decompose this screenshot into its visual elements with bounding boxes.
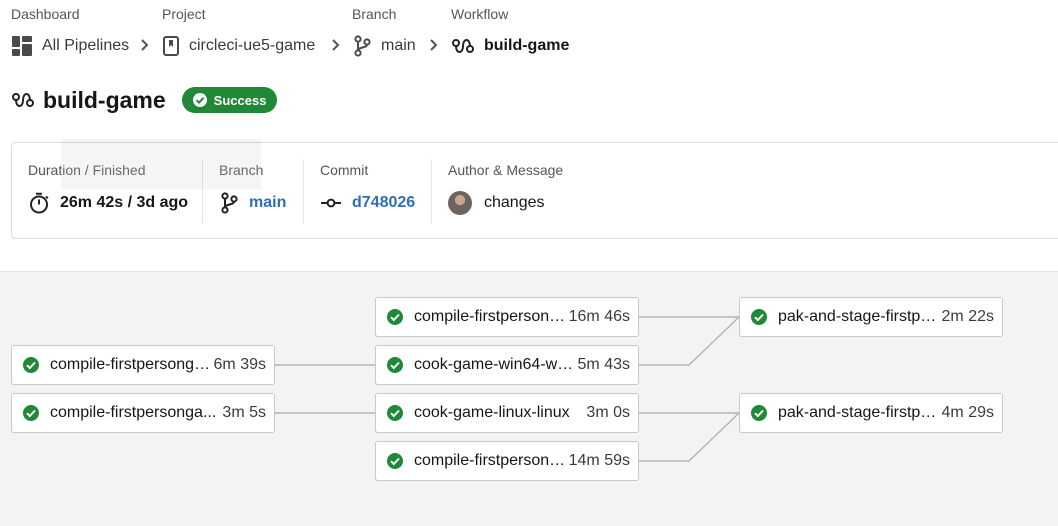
duration-value: 26m 42s / 3d ago [60, 194, 189, 211]
breadcrumb-branch: Branch main [352, 6, 416, 58]
job-name: compile-firstpersonga... [50, 356, 212, 373]
breadcrumb-workflow: Workflow build-game [451, 6, 569, 58]
git-branch-icon [354, 35, 371, 57]
all-pipelines-text: All Pipelines [42, 37, 130, 54]
bookmark-icon [163, 36, 179, 56]
job-duration: 6m 39s [213, 356, 266, 373]
workflow-details-card: Duration / Finished 26m 42s / 3d ago Bra… [11, 142, 1058, 239]
graph-connectors [274, 316, 740, 462]
workflow-text: build-game [484, 37, 570, 54]
check-circle-icon [192, 93, 207, 107]
git-branch-icon [221, 192, 238, 214]
duration-label: Duration / Finished [28, 162, 146, 178]
duration-value-row: 26m 42s / 3d ago [28, 192, 188, 214]
job-duration: 2m 22s [941, 308, 994, 325]
divider [202, 159, 203, 223]
workflow-icon [452, 39, 474, 53]
author-value-row: changes [448, 191, 545, 215]
divider [303, 159, 304, 223]
job-duration: 3m 5s [222, 404, 266, 421]
status-text: Success [213, 92, 267, 108]
branch-link[interactable]: main [352, 34, 416, 58]
job-node[interactable]: cook-game-win64-win... 5m 43s [375, 345, 639, 385]
workflow-link[interactable]: build-game [451, 34, 569, 58]
check-circle-icon [387, 453, 403, 469]
chevron-right-icon [141, 39, 149, 51]
stopwatch-icon [30, 192, 49, 214]
breadcrumb-project: Project circleci-ue5-game [162, 6, 315, 58]
breadcrumb-workflow-label: Workflow [451, 6, 509, 22]
breadcrumb-branch-label: Branch [352, 6, 397, 22]
workflow-graph: compile-firstpersonga... 6m 39s compile-… [0, 271, 1058, 526]
workflow-header: build-game Success [11, 86, 278, 114]
check-circle-icon [751, 309, 767, 325]
branch-value-row: main [219, 192, 286, 214]
chevron-right-icon [430, 39, 438, 51]
status-badge: Success [181, 87, 278, 113]
check-circle-icon [23, 357, 39, 373]
project-text: circleci-ue5-game [189, 37, 316, 54]
breadcrumb-project-label: Project [162, 6, 206, 22]
job-duration: 4m 29s [941, 404, 994, 421]
check-circle-icon [23, 405, 39, 421]
job-name: cook-game-win64-win... [414, 356, 576, 373]
job-name: compile-firstpersong... [414, 308, 567, 325]
branch-text: main [381, 37, 416, 54]
job-name: pak-and-stage-firstper... [778, 308, 940, 325]
chevron-right-icon [332, 39, 340, 51]
author-message-label: Author & Message [448, 162, 564, 178]
job-name: pak-and-stage-firstper... [778, 404, 940, 421]
job-node[interactable]: compile-firstpersong... 16m 46s [375, 297, 639, 337]
check-circle-icon [387, 357, 403, 373]
project-link[interactable]: circleci-ue5-game [162, 34, 315, 58]
all-pipelines-link[interactable]: All Pipelines [11, 34, 129, 58]
job-duration: 16m 46s [568, 308, 630, 325]
job-node[interactable]: compile-firstpersonga... 3m 5s [11, 393, 275, 433]
job-node[interactable]: pak-and-stage-firstper... 4m 29s [739, 393, 1003, 433]
job-duration: 14m 59s [568, 452, 630, 469]
breadcrumb-dashboard: Dashboard All Pipelines [11, 6, 129, 58]
job-name: compile-firstpersong... [414, 452, 567, 469]
check-circle-icon [387, 309, 403, 325]
commit-message: changes [484, 194, 545, 211]
workflow-icon [12, 93, 34, 107]
job-node[interactable]: compile-firstpersong... 14m 59s [375, 441, 639, 481]
faded-overlay [61, 139, 261, 189]
commit-hash-link[interactable]: d748026 [352, 194, 416, 211]
check-circle-icon [751, 405, 767, 421]
commit-label: Commit [320, 162, 369, 178]
avatar [448, 191, 472, 215]
breadcrumb-dashboard-label: Dashboard [11, 6, 80, 22]
git-commit-icon [321, 198, 341, 208]
branch-label: Branch [219, 162, 264, 178]
job-node[interactable]: compile-firstpersonga... 6m 39s [11, 345, 275, 385]
job-duration: 5m 43s [577, 356, 630, 373]
job-duration: 3m 0s [586, 404, 630, 421]
dashboard-grid-icon [12, 36, 32, 56]
page-title: build-game [43, 86, 166, 113]
commit-value-row: d748026 [320, 192, 415, 214]
job-node[interactable]: pak-and-stage-firstper... 2m 22s [739, 297, 1003, 337]
job-name: cook-game-linux-linux [414, 404, 570, 421]
job-name: compile-firstpersonga... [50, 404, 217, 421]
divider [431, 159, 432, 223]
branch-link-value[interactable]: main [249, 194, 287, 211]
check-circle-icon [387, 405, 403, 421]
job-node[interactable]: cook-game-linux-linux 3m 0s [375, 393, 639, 433]
